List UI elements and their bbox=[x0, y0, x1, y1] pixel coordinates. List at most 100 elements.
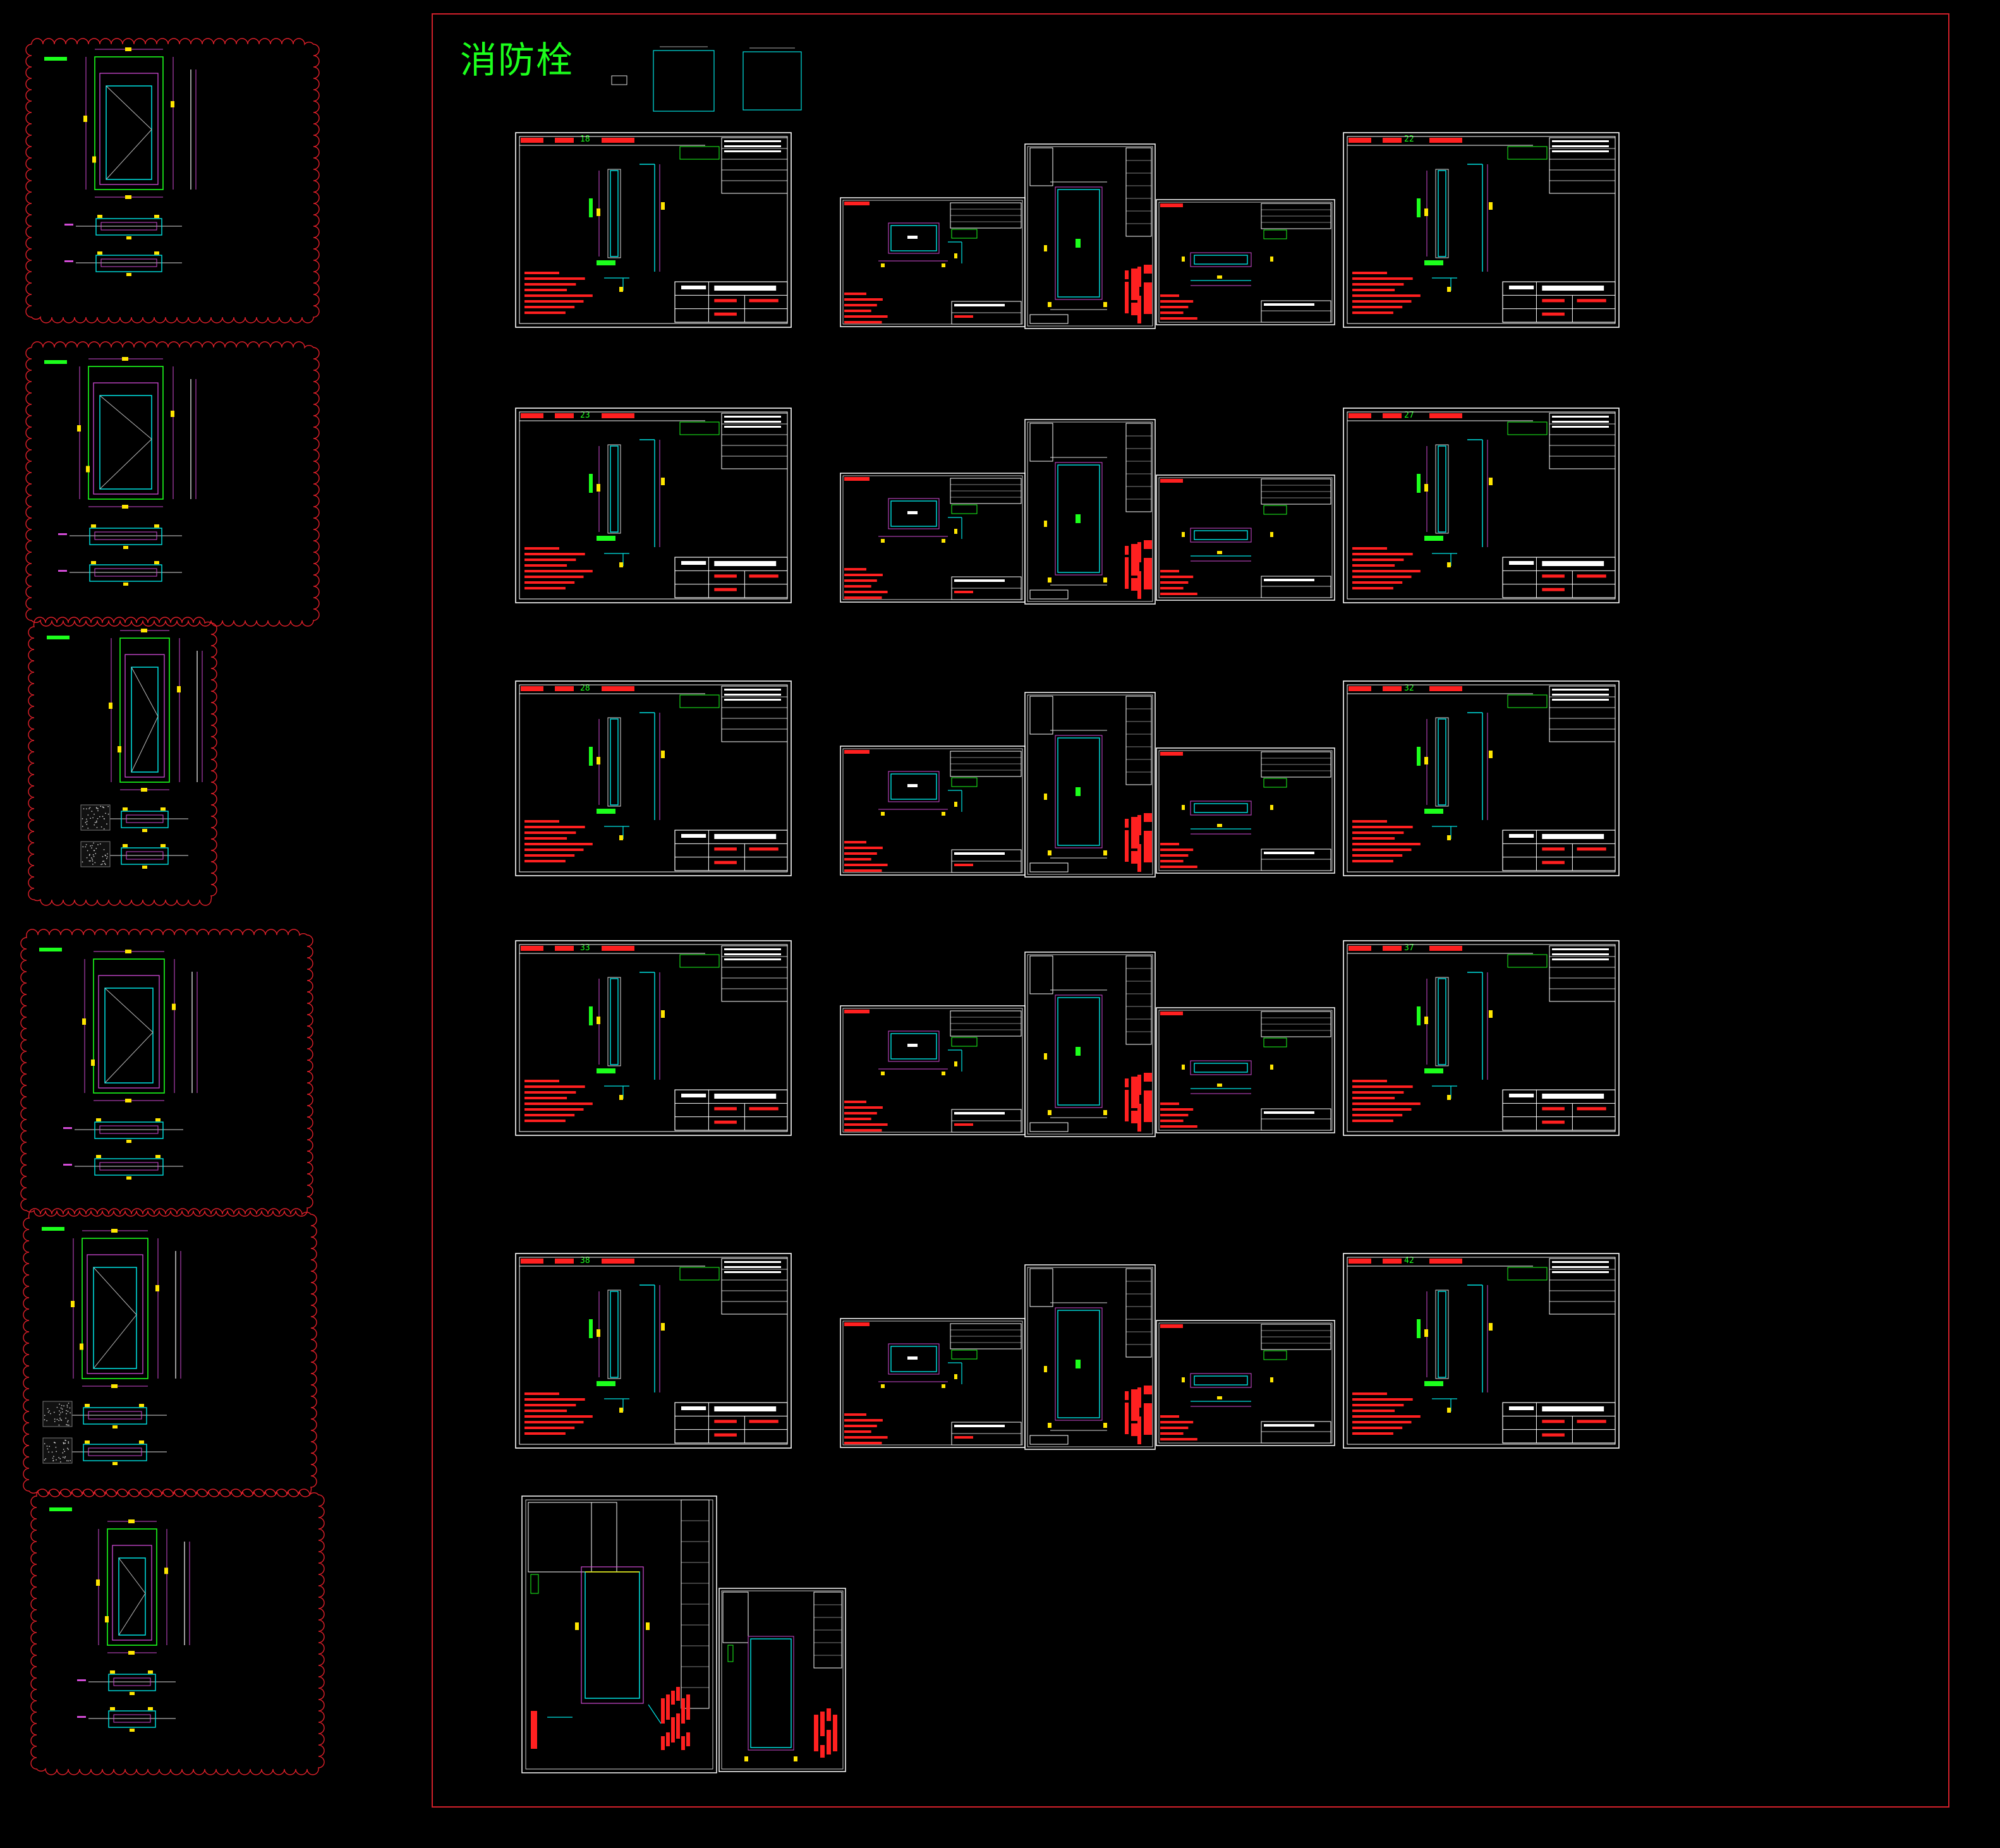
info-table bbox=[723, 1592, 748, 1643]
header-text bbox=[1348, 138, 1371, 143]
hatch-dot bbox=[104, 828, 105, 830]
note-block bbox=[686, 1732, 690, 1746]
info-text bbox=[724, 426, 781, 428]
door-leaf bbox=[87, 1255, 143, 1374]
detail-label bbox=[42, 1227, 64, 1231]
dimension-mark bbox=[1182, 1377, 1185, 1382]
dimension-mark bbox=[1217, 551, 1222, 554]
door-panel bbox=[100, 396, 152, 489]
tb-text bbox=[749, 1420, 778, 1423]
note-block bbox=[827, 1708, 831, 1721]
note-line bbox=[1352, 826, 1413, 828]
door-frame bbox=[94, 959, 164, 1093]
info-text bbox=[1552, 953, 1609, 955]
profile-icon bbox=[680, 695, 719, 708]
dimension-mark bbox=[128, 1651, 135, 1655]
door-detail-group bbox=[31, 1489, 324, 1775]
door-leaf bbox=[99, 975, 159, 1088]
dimension-mark bbox=[1103, 577, 1107, 583]
tb-text bbox=[1264, 1111, 1314, 1114]
dimension-mark bbox=[109, 703, 112, 709]
info-table bbox=[1030, 956, 1053, 994]
note-block bbox=[666, 1732, 670, 1746]
dimension-mark bbox=[1182, 805, 1185, 810]
note-line bbox=[844, 596, 882, 599]
hatch-dot bbox=[91, 857, 92, 859]
hatch-dot bbox=[104, 818, 105, 819]
dimension-mark bbox=[881, 1072, 885, 1075]
dimension-mark bbox=[661, 478, 665, 485]
header-text bbox=[1348, 413, 1371, 418]
revision-cloud bbox=[28, 617, 217, 905]
dim-text bbox=[1417, 474, 1421, 493]
section-label bbox=[77, 1716, 86, 1718]
note-line bbox=[1160, 1125, 1197, 1128]
header-text bbox=[1429, 1259, 1462, 1264]
dimension-mark bbox=[575, 1622, 579, 1630]
hatch-dot bbox=[66, 1460, 68, 1461]
dimension-mark bbox=[1048, 850, 1052, 855]
header-text bbox=[1160, 479, 1183, 483]
dimension-mark bbox=[126, 1140, 131, 1143]
info-text bbox=[724, 150, 781, 152]
note-line bbox=[1352, 289, 1395, 291]
section-profile bbox=[121, 848, 168, 864]
note-line bbox=[844, 1419, 883, 1422]
note-line bbox=[1352, 843, 1421, 845]
hatch-dot bbox=[67, 1447, 68, 1449]
drawing-frame bbox=[432, 14, 1949, 1807]
note-block bbox=[661, 1710, 665, 1724]
note-line bbox=[844, 1430, 871, 1433]
dimension-mark bbox=[111, 1384, 118, 1388]
note-line bbox=[1160, 576, 1193, 578]
hatch-dot bbox=[97, 844, 99, 845]
hatch-dot bbox=[102, 856, 104, 857]
header-text bbox=[521, 946, 543, 951]
hatch-dot bbox=[104, 849, 105, 850]
hatch-dot bbox=[97, 827, 98, 828]
detail-label bbox=[597, 260, 615, 265]
hatch-dot bbox=[86, 819, 87, 820]
hatch-dot bbox=[104, 863, 106, 864]
detail-label bbox=[1424, 1068, 1443, 1073]
hatch-dot bbox=[67, 1425, 68, 1426]
dimension-mark bbox=[172, 1004, 176, 1010]
part-label bbox=[1076, 1047, 1081, 1056]
note-line bbox=[844, 574, 883, 576]
note-line bbox=[844, 304, 877, 306]
info-text bbox=[724, 1266, 781, 1268]
hatch-dot bbox=[56, 1459, 57, 1461]
dimension-mark bbox=[1103, 850, 1107, 855]
note-line bbox=[1352, 570, 1421, 572]
part-outline bbox=[1436, 977, 1448, 1066]
hatch-dot bbox=[103, 861, 104, 862]
note-line bbox=[524, 570, 593, 572]
dimension-mark bbox=[155, 1285, 159, 1291]
hatch-dot bbox=[50, 1413, 51, 1415]
info-table bbox=[1126, 148, 1151, 236]
part-profile bbox=[1194, 804, 1247, 812]
note-line bbox=[524, 559, 576, 561]
note-block bbox=[686, 1706, 690, 1720]
dimension-mark bbox=[597, 1329, 600, 1337]
note-line bbox=[1160, 1415, 1179, 1418]
hatch-dot bbox=[87, 814, 88, 816]
tb-text bbox=[749, 1107, 778, 1110]
note-block bbox=[1137, 1428, 1141, 1444]
profile-icon bbox=[952, 229, 977, 238]
note-block bbox=[1125, 830, 1129, 843]
dimension-mark bbox=[744, 1756, 748, 1761]
header-text bbox=[1348, 946, 1371, 951]
tb-text bbox=[1264, 852, 1314, 854]
dimension-mark bbox=[71, 1301, 75, 1307]
company-text bbox=[681, 561, 706, 565]
tb-text bbox=[954, 315, 973, 318]
note-block bbox=[1137, 278, 1141, 287]
info-table bbox=[1030, 423, 1053, 461]
note-block bbox=[1125, 1078, 1129, 1087]
note-line bbox=[1160, 581, 1188, 584]
tb-text bbox=[1577, 1420, 1606, 1423]
header-text bbox=[1429, 413, 1462, 418]
hatch-dot bbox=[94, 856, 95, 857]
hatch-dot bbox=[87, 850, 88, 851]
